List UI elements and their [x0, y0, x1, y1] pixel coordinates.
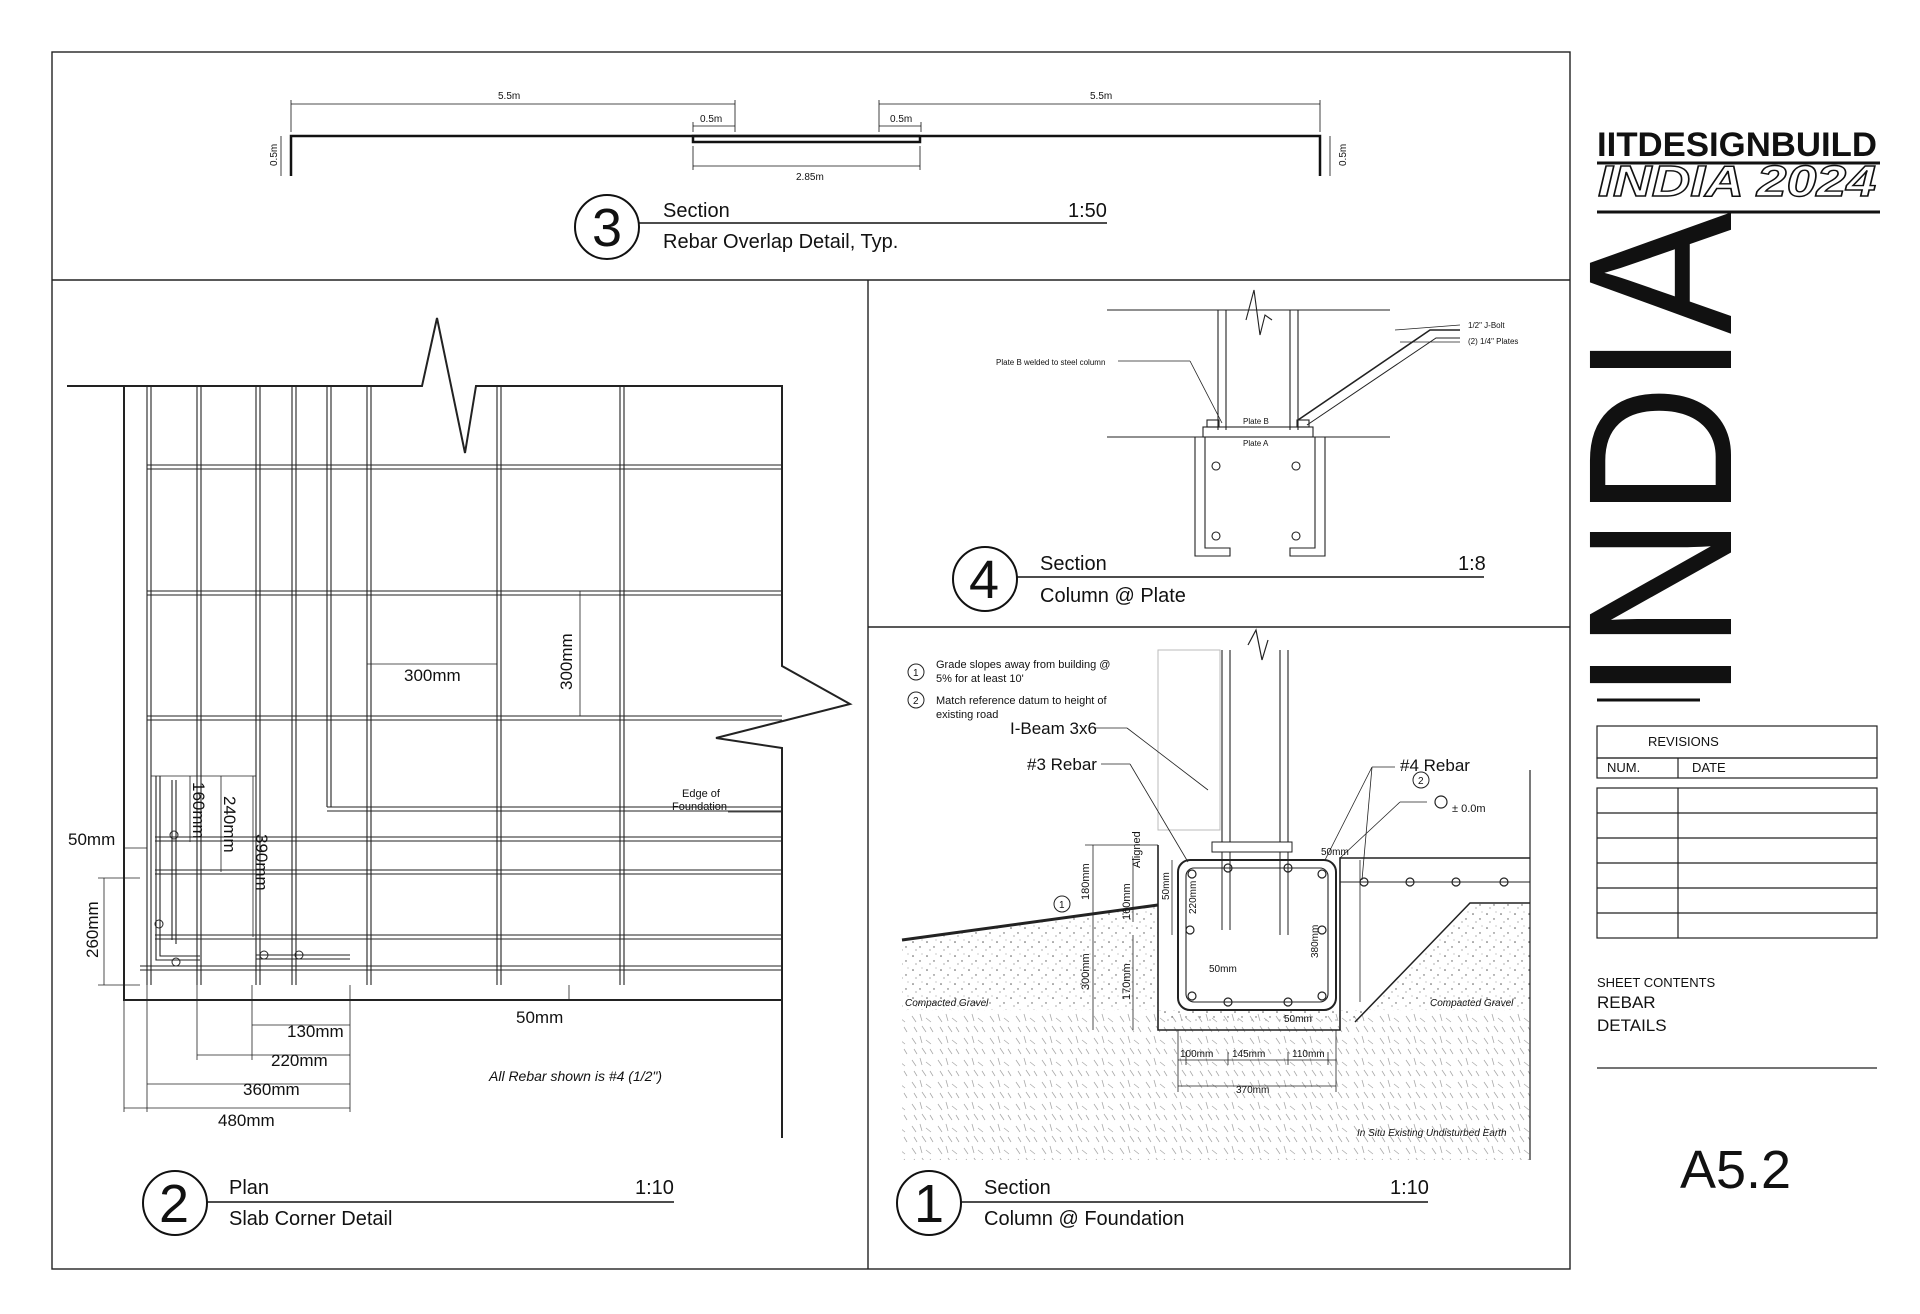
- dim-label: 0.5m: [269, 144, 280, 166]
- dim-label: 110mm: [1292, 1049, 1325, 1060]
- detail-scale: 1:8: [1458, 553, 1486, 575]
- dim-label: 2.85m: [796, 172, 824, 183]
- label-ibeam: I-Beam 3x6: [1010, 719, 1097, 738]
- note-text: Grade slopes away from building @: [936, 659, 1110, 671]
- detail-number: 4: [969, 550, 999, 610]
- dim-label: 50mm: [1161, 872, 1172, 900]
- dim-label: 480mm: [218, 1111, 275, 1130]
- dim-label: 160mm: [1121, 883, 1133, 920]
- dim-label: 220mm: [1188, 881, 1199, 914]
- detail-scale: 1:50: [1068, 200, 1107, 222]
- label-gravel-right: Compacted Gravel: [1430, 998, 1514, 1009]
- dim-label: 300mm: [557, 633, 576, 690]
- dim-label: 5.5m: [1090, 91, 1112, 102]
- sheet-contents-line2: DETAILS: [1597, 1016, 1667, 1035]
- dim-label: 300mm: [404, 666, 461, 685]
- revisions-table: [1596, 725, 1878, 939]
- dim-label: 390mm: [252, 834, 271, 891]
- label-rebar3: #3 Rebar: [1027, 755, 1097, 774]
- label-datum: ± 0.0m: [1452, 803, 1486, 815]
- note-number: 1: [913, 668, 919, 679]
- detail-3-drawing: [280, 100, 1331, 176]
- detail-2-labels: 300mm 300mm 160mm 240mm 390mm 50mm 260mm…: [68, 633, 727, 1130]
- brand-line2: INDIA 2024: [1598, 157, 1876, 206]
- sheet-contents-label: SHEET CONTENTS: [1597, 975, 1716, 990]
- revisions-col-date: DATE: [1692, 760, 1726, 775]
- detail-3-dims: 5.5m 5.5m 0.5m 0.5m 2.85m 0.5m 0.5m: [269, 91, 1349, 183]
- title-block: IITDESIGNBUILD INDIA 2024 INDIA REVISION…: [1546, 126, 1880, 1200]
- dim-label: 145mm: [1232, 1049, 1265, 1060]
- dim-label: 0.5m: [890, 114, 912, 125]
- detail-3-title: 3 Section 1:50 Rebar Overlap Detail, Typ…: [574, 194, 1107, 260]
- revisions-title: REVISIONS: [1648, 734, 1719, 749]
- label-rebar4: #4 Rebar: [1400, 756, 1470, 775]
- label-plate-a: Plate A: [1243, 439, 1269, 448]
- dim-label: 220mm: [271, 1051, 328, 1070]
- label-earth: In Situ Existing Undisturbed Earth: [1357, 1128, 1507, 1139]
- dim-label: 260mm: [83, 901, 102, 958]
- detail-1-title: 1 Section 1:10 Column @ Foundation: [896, 1170, 1429, 1236]
- dim-label: 300mm: [1080, 953, 1092, 990]
- detail-4-title: 4 Section 1:8 Column @ Plate: [952, 546, 1486, 612]
- detail-4-drawing: [1107, 289, 1461, 557]
- dim-label: 100mm: [1180, 1049, 1213, 1060]
- dim-label: 5.5m: [498, 91, 520, 102]
- dim-label: 370mm: [1236, 1085, 1269, 1096]
- dim-label: 130mm: [287, 1022, 344, 1041]
- callout-1: 1: [1059, 900, 1065, 911]
- revisions-col-num: NUM.: [1607, 760, 1640, 775]
- detail-kind: Section: [984, 1177, 1051, 1199]
- detail-scale: 1:10: [1390, 1177, 1429, 1199]
- sheet-number: A5.2: [1680, 1140, 1791, 1200]
- label-plate-b-welded: Plate B welded to steel column: [996, 358, 1105, 367]
- sheet-contents-line1: REBAR: [1597, 993, 1656, 1012]
- sheet-frame: [51, 51, 1571, 1270]
- label-plate-b: Plate B: [1243, 417, 1269, 426]
- label-plates: (2) 1/4" Plates: [1468, 337, 1518, 346]
- label-gravel-left: Compacted Gravel: [905, 998, 989, 1009]
- dim-label: 240mm: [220, 796, 239, 853]
- dim-label: 50mm: [1284, 1014, 1312, 1025]
- brand-line1: IITDESIGNBUILD: [1597, 126, 1877, 164]
- dim-label: 0.5m: [1338, 144, 1349, 166]
- dim-label: 50mm: [516, 1008, 563, 1027]
- detail-4-labels: 1/2" J-Bolt (2) 1/4" Plates Plate B weld…: [996, 321, 1518, 448]
- dim-label: 180mm: [1080, 863, 1092, 900]
- callout-2: 2: [1418, 776, 1424, 787]
- detail-kind: Section: [1040, 553, 1107, 575]
- detail-kind: Section: [663, 200, 730, 222]
- note-text: existing road: [936, 709, 998, 721]
- detail-number: 1: [914, 1174, 944, 1234]
- dim-label: 50mm: [68, 830, 115, 849]
- detail-name: Rebar Overlap Detail, Typ.: [663, 231, 898, 253]
- detail-2-drawing: [67, 317, 853, 1138]
- dim-label: 50mm: [1209, 964, 1237, 975]
- note-text: 5% for at least 10': [936, 673, 1024, 685]
- dim-label: 160mm: [189, 782, 208, 839]
- note-number: 2: [913, 696, 919, 707]
- dim-label: 0.5m: [700, 114, 722, 125]
- detail-1-labels: 1 Grade slopes away from building @ 5% f…: [905, 659, 1514, 1139]
- detail-name: Column @ Plate: [1040, 585, 1186, 607]
- detail-1-drawing: [901, 628, 1531, 1160]
- dim-label: 170mm: [1121, 963, 1133, 1000]
- dim-label: 380mm: [1310, 925, 1321, 958]
- detail-number: 3: [592, 198, 622, 258]
- detail-number: 2: [159, 1174, 189, 1234]
- brand-vertical: INDIA: [1546, 212, 1775, 700]
- detail-name: Slab Corner Detail: [229, 1208, 392, 1230]
- detail-2-title: 2 Plan 1:10 Slab Corner Detail: [142, 1170, 674, 1236]
- rebar-note: All Rebar shown is #4 (1/2"): [488, 1068, 662, 1084]
- dim-label: 50mm: [1321, 847, 1349, 858]
- edge-label: Edge of: [682, 788, 721, 800]
- detail-kind: Plan: [229, 1177, 269, 1199]
- label-jbolt: 1/2" J-Bolt: [1468, 321, 1505, 330]
- dim-label: 360mm: [243, 1080, 300, 1099]
- detail-scale: 1:10: [635, 1177, 674, 1199]
- detail-name: Column @ Foundation: [984, 1208, 1184, 1230]
- edge-label: Foundation: [672, 801, 727, 813]
- label-aligned: Aligned: [1131, 831, 1143, 868]
- note-text: Match reference datum to height of: [936, 695, 1108, 707]
